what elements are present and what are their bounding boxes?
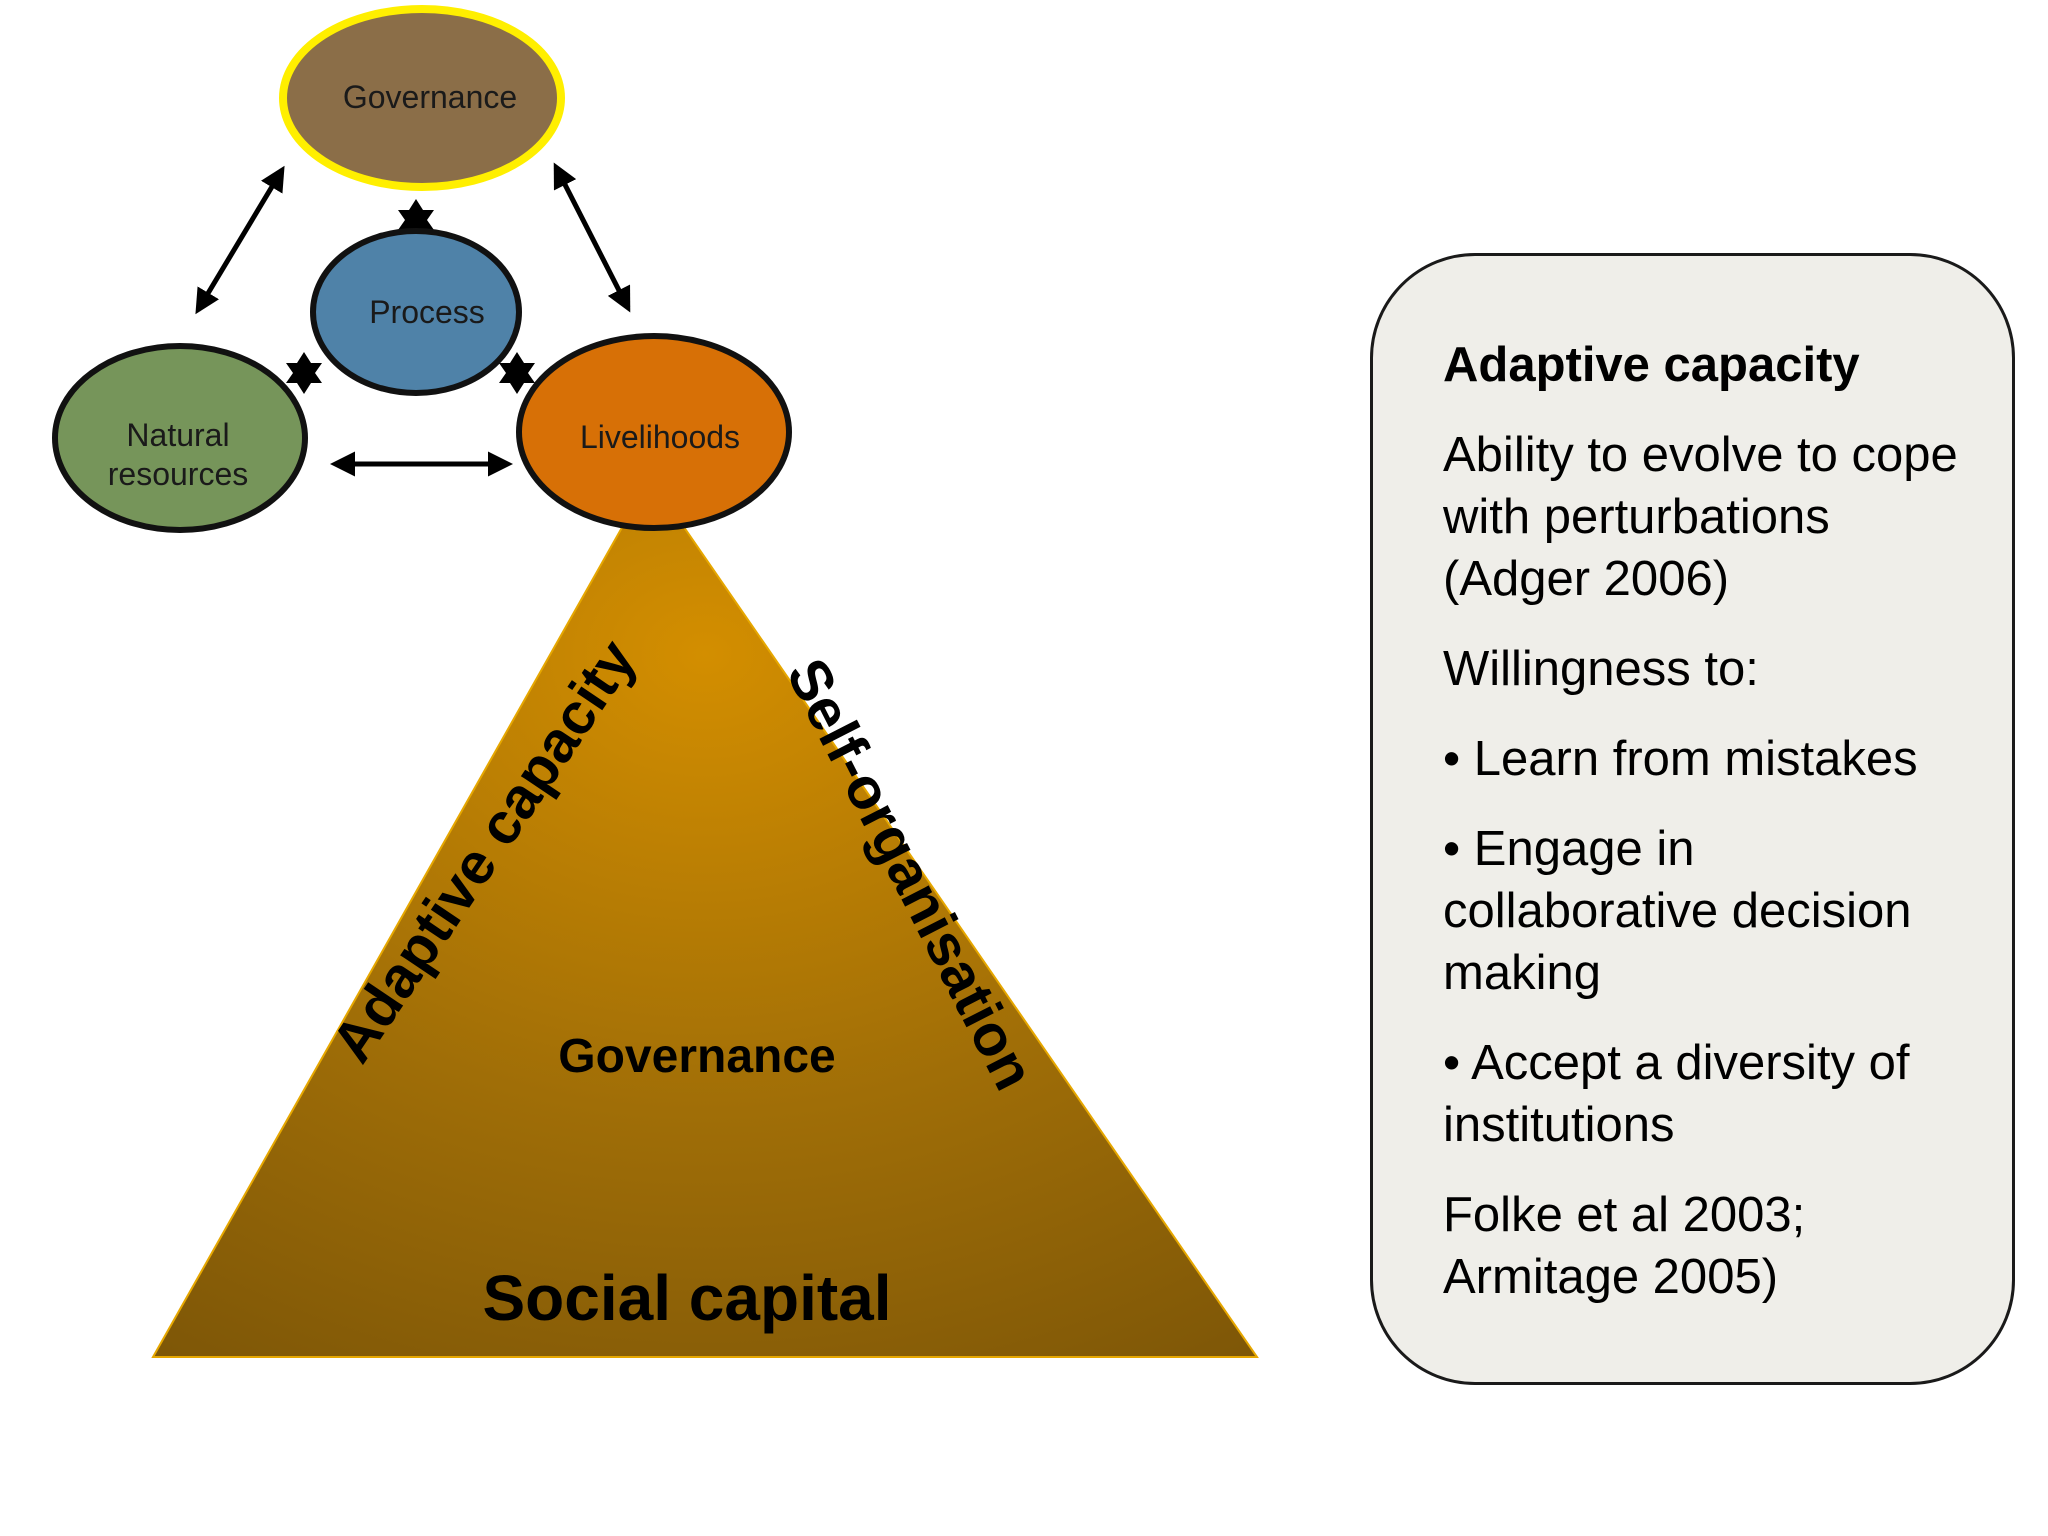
arrow-governance-natural: [195, 165, 285, 315]
process-node: [310, 228, 522, 396]
livelihoods-node: [516, 333, 792, 531]
arrow-governance-livelihoods: [553, 162, 631, 313]
governance-node-label: Governance: [343, 79, 517, 115]
star-connector-top-icon: [398, 199, 434, 241]
social-capital-triangle: [151, 476, 1259, 1358]
triangle-center-label: Governance: [558, 1030, 835, 1083]
governance-node: [279, 5, 565, 191]
livelihoods-node-label: Livelihoods: [580, 419, 740, 455]
info-box-definition: Ability to evolve to cope with perturbat…: [1443, 428, 1958, 606]
info-box-title: Adaptive capacity: [1443, 338, 1860, 392]
info-box-citation: Folke et al 2003; Armitage 2005): [1443, 1188, 1806, 1304]
info-box-lead: Willingness to:: [1443, 642, 1759, 696]
star-connector-left-icon: [286, 352, 322, 394]
natural-resources-label-line2: resources: [108, 456, 249, 492]
process-node-label: Process: [369, 294, 485, 330]
natural-resources-node: [52, 343, 308, 533]
info-box-bullet-3: • Accept a diversity of institutions: [1443, 1036, 1910, 1152]
natural-resources-label-line1: Natural: [126, 417, 229, 453]
adaptive-capacity-info-box: Adaptive capacity Ability to evolve to c…: [1370, 253, 2015, 1385]
info-box-bullet-1: • Learn from mistakes: [1443, 732, 1918, 786]
triangle-base-label: Social capital: [482, 1262, 891, 1334]
star-connector-right-icon: [499, 352, 535, 394]
info-box-bullet-2: • Engage in collaborative decision makin…: [1443, 822, 1912, 1000]
